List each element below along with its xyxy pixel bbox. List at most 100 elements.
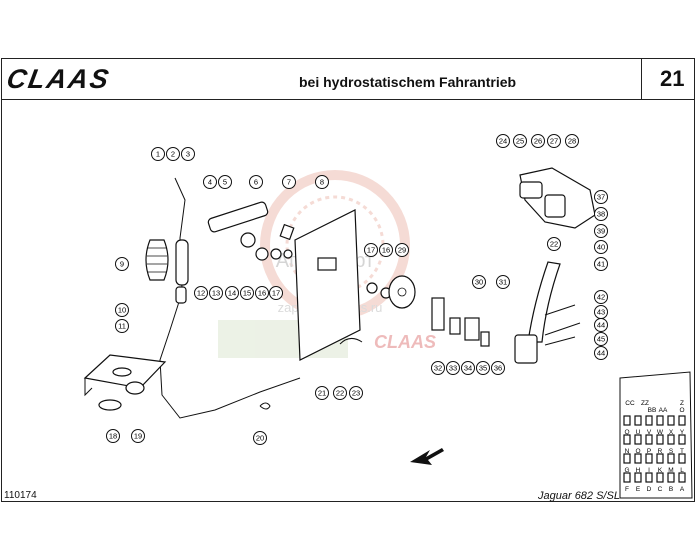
callout-44: 44 (594, 318, 608, 332)
callout-number: 21 (318, 389, 326, 398)
callout-number: 41 (597, 260, 605, 269)
direction-arrow (410, 448, 444, 465)
key-cell (678, 453, 686, 464)
cable-sleeve (175, 239, 189, 286)
callout-circle (240, 286, 254, 300)
spring-boot (145, 239, 169, 281)
callout-circle (131, 429, 145, 443)
key-cell (634, 472, 642, 483)
callout-24: 24 (496, 134, 510, 148)
callout-circle (315, 175, 329, 189)
key-label: BB (648, 407, 657, 414)
key-cell (656, 434, 664, 445)
callout-20: 20 (253, 431, 267, 445)
key-label: H (636, 467, 641, 474)
callout-number: 18 (109, 432, 117, 441)
callout-26: 26 (531, 134, 545, 148)
key-label: T (680, 448, 684, 455)
callout-number: 6 (254, 178, 258, 187)
callout-circle (491, 361, 505, 375)
callout-number: 26 (534, 137, 542, 146)
callout-4: 4 (203, 175, 217, 189)
callout-number: 39 (597, 227, 605, 236)
key-cell (678, 472, 686, 483)
callout-27: 27 (547, 134, 561, 148)
callout-10: 10 (115, 303, 129, 317)
callout-number: 17 (272, 289, 280, 298)
callout-circle (181, 147, 195, 161)
key-cell (623, 415, 631, 426)
callout-circle (472, 275, 486, 289)
key-label: Z (680, 400, 684, 407)
callout-circle (115, 257, 129, 271)
key-cell (645, 453, 653, 464)
callout-40: 40 (594, 240, 608, 254)
key-cell (656, 472, 664, 483)
callout-number: 16 (382, 246, 390, 255)
callout-17: 17 (364, 243, 378, 257)
callout-circle (476, 361, 490, 375)
key-label: U (636, 429, 641, 436)
callout-circle (431, 361, 445, 375)
key-cell (634, 453, 642, 464)
callout-circle (594, 240, 608, 254)
key-cell (667, 415, 675, 426)
callout-circle (461, 361, 475, 375)
callout-number: 13 (212, 289, 220, 298)
key-label: O (635, 448, 640, 455)
callout-circle (565, 134, 579, 148)
callout-30: 30 (472, 275, 486, 289)
callout-number: 11 (118, 322, 126, 331)
callout-17: 17 (269, 286, 283, 300)
key-label: N (625, 448, 630, 455)
key-label: G (624, 467, 629, 474)
callout-number: 24 (499, 137, 507, 146)
callout-circle (395, 243, 409, 257)
callout-circle (333, 386, 347, 400)
callout-13: 13 (209, 286, 223, 300)
key-label: R (658, 448, 663, 455)
callout-circle (249, 175, 263, 189)
right-assembly (431, 167, 596, 364)
center-panel-assembly (294, 209, 416, 361)
key-label: P (647, 448, 651, 455)
key-cell (656, 453, 664, 464)
key-cell (645, 472, 653, 483)
callout-circle (594, 332, 608, 346)
callout-1: 1 (151, 147, 165, 161)
key-label: S (669, 448, 674, 455)
callout-number: 28 (568, 137, 576, 146)
callout-25: 25 (513, 134, 527, 148)
callout-39: 39 (594, 224, 608, 238)
callout-number: 40 (597, 243, 605, 252)
callout-circle (594, 257, 608, 271)
key-label: E (636, 486, 641, 493)
callout-29: 29 (395, 243, 409, 257)
key-cell (623, 472, 631, 483)
page-number-box: 21 (641, 58, 695, 100)
callout-circle (115, 319, 129, 333)
callout-number: 43 (597, 308, 605, 317)
key-label: V (647, 429, 652, 436)
page-title: bei hydrostatischem Fahrantrieb (299, 74, 517, 90)
callout-circle (547, 237, 561, 251)
key-cell (667, 472, 675, 483)
callout-number: 45 (597, 335, 605, 344)
callout-circle (203, 175, 217, 189)
callout-34: 34 (461, 361, 475, 375)
callout-number: 27 (550, 137, 558, 146)
key-cell (623, 434, 631, 445)
callout-number: 2 (171, 150, 175, 159)
callout-number: 4 (208, 178, 212, 187)
callout-37: 37 (594, 190, 608, 204)
callout-32: 32 (431, 361, 445, 375)
callout-41: 41 (594, 257, 608, 271)
callout-number: 33 (449, 364, 457, 373)
key-cell (645, 434, 653, 445)
callout-number: 9 (120, 260, 124, 269)
dial-disc (388, 275, 416, 309)
callout-11: 11 (115, 319, 129, 333)
model-label: Jaguar 682 S/SL (538, 490, 620, 502)
callout-circle (594, 290, 608, 304)
